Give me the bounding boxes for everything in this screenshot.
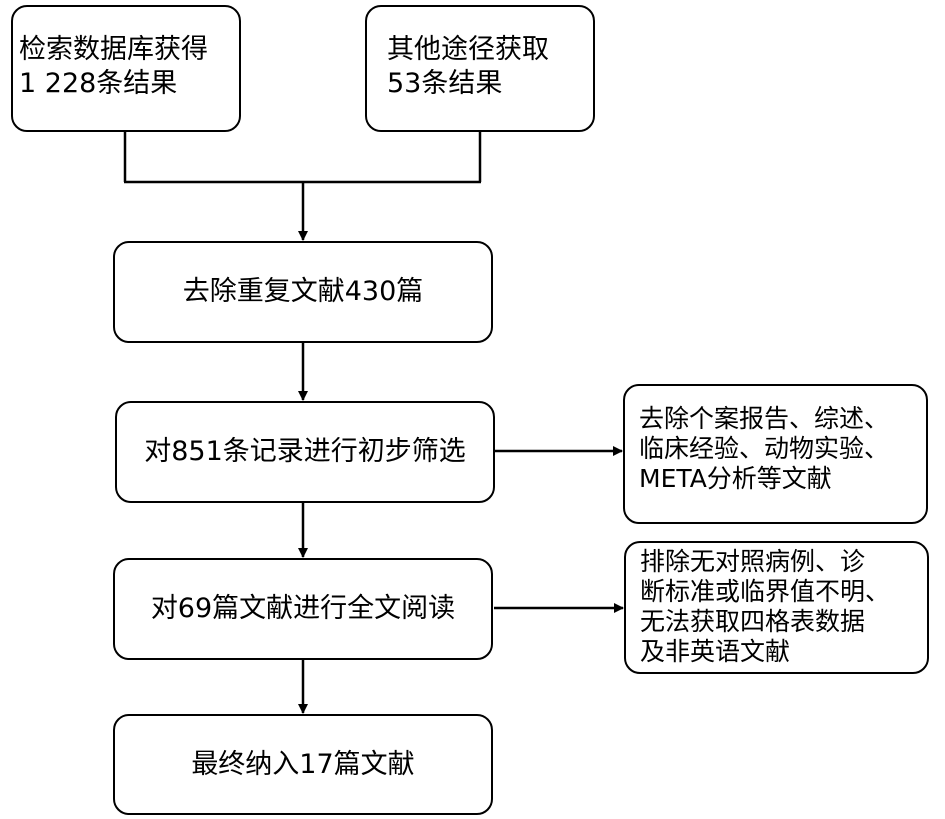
node-remove-duplicates: 去除重复文献430篇 <box>113 241 493 343</box>
node-exclusion-first: 去除个案报告、综述、 临床经验、动物实验、 META分析等文献 <box>623 384 928 524</box>
node-exclusion-first-line1: 去除个案报告、综述、 <box>639 404 890 433</box>
node-other-sources: 其他途径获取 53条结果 <box>365 5 595 132</box>
node-database-search: 检索数据库获得 1 228条结果 <box>11 5 241 132</box>
node-exclusion-first-line2: 临床经验、动物实验、 <box>639 434 890 463</box>
node-fulltext-reading: 对69篇文献进行全文阅读 <box>113 558 493 660</box>
node-remove-duplicates-text: 去除重复文献430篇 <box>182 276 424 307</box>
node-exclusion-first-line3: META分析等文献 <box>639 464 832 493</box>
node-exclusion-second-line3: 无法获取四格表数据 <box>640 607 866 636</box>
node-initial-screening: 对851条记录进行初步筛选 <box>115 401 495 503</box>
node-fulltext-reading-text: 对69篇文献进行全文阅读 <box>150 593 456 624</box>
node-other-sources-line1: 其他途径获取 <box>387 34 549 65</box>
node-exclusion-second-line2: 断标准或临界值不明、 <box>640 577 891 606</box>
node-initial-screening-text: 对851条记录进行初步筛选 <box>144 436 466 467</box>
node-database-search-line2: 1 228条结果 <box>19 68 178 99</box>
node-final-included-text: 最终纳入17篇文献 <box>191 748 415 780</box>
node-final-included: 最终纳入17篇文献 <box>113 714 493 815</box>
node-exclusion-second: 排除无对照病例、诊 断标准或临界值不明、 无法获取四格表数据 及非英语文献 <box>624 541 929 674</box>
node-exclusion-second-line1: 排除无对照病例、诊 <box>640 547 866 576</box>
node-database-search-line1: 检索数据库获得 <box>19 34 208 65</box>
node-other-sources-line2: 53条结果 <box>387 68 503 99</box>
node-exclusion-second-line4: 及非英语文献 <box>640 637 791 666</box>
